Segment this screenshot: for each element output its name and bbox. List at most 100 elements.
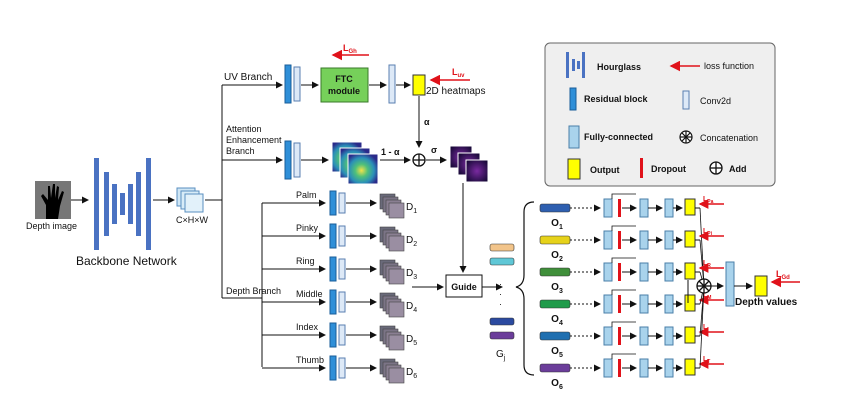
att-residual-block xyxy=(284,140,292,180)
fc-icon xyxy=(568,125,580,149)
output-fc-2 xyxy=(639,198,649,218)
finger-label: Ring xyxy=(296,256,315,266)
guide-box xyxy=(445,274,483,298)
output-label: O6 xyxy=(551,378,563,391)
finger-label: Thumb xyxy=(296,355,324,365)
depth-values-label: Depth values xyxy=(735,297,798,308)
gj-token-stack xyxy=(489,243,515,340)
finger-conv2d xyxy=(338,357,346,379)
output-loss: LR xyxy=(703,260,711,269)
output-box xyxy=(684,230,696,248)
output-fc xyxy=(603,358,613,378)
finger-residual-block xyxy=(329,355,337,381)
output-box xyxy=(684,294,696,312)
uv-conv2d xyxy=(293,66,301,102)
conv2d-icon xyxy=(682,90,690,110)
output-box xyxy=(684,198,696,216)
output-label: O3 xyxy=(551,282,563,295)
finger-residual-block xyxy=(329,289,337,315)
output-fc-3 xyxy=(664,262,674,282)
to-concat-diag xyxy=(699,207,705,287)
output-fc xyxy=(603,230,613,250)
guide-token xyxy=(489,331,515,340)
finger-residual-block xyxy=(329,322,337,348)
output-label: O1 xyxy=(551,218,563,231)
gj-label: Gj xyxy=(496,349,506,362)
finger-conv2d xyxy=(338,192,346,214)
enhanced-maps xyxy=(449,145,489,183)
legend-dropout: Dropout xyxy=(651,164,686,174)
output-label: O2 xyxy=(551,250,563,263)
finger-conv2d xyxy=(338,291,346,313)
ftc-label-2: module xyxy=(328,86,360,96)
finger-label: Index xyxy=(296,322,319,332)
output-dropout xyxy=(618,295,621,313)
guide-label: Guide xyxy=(451,282,477,292)
depth-map-slice xyxy=(388,202,405,219)
output-dropout xyxy=(618,231,621,249)
output-token xyxy=(539,299,571,309)
gj-dots: · xyxy=(499,279,502,289)
finger-residual-block xyxy=(329,190,337,216)
legend-output: Output xyxy=(590,165,620,175)
output-fc-2 xyxy=(639,294,649,314)
output-fc-3 xyxy=(664,230,674,250)
output-box xyxy=(684,326,696,344)
legend-conv2d: Conv2d xyxy=(700,96,731,106)
legend-loss: loss function xyxy=(704,61,754,71)
depth-map-label: D5 xyxy=(406,334,417,347)
add-icon xyxy=(709,161,723,175)
output-fc xyxy=(603,294,613,314)
guide-token xyxy=(489,257,515,266)
output-token xyxy=(539,267,571,277)
hourglass-icon xyxy=(566,52,585,78)
output-dropout xyxy=(618,359,621,377)
heatmaps-label: 2D heatmaps xyxy=(426,86,485,97)
output-loss: LPa xyxy=(703,196,714,205)
output-dropout xyxy=(618,263,621,281)
guide-token xyxy=(489,317,515,326)
final-output xyxy=(754,275,768,297)
output-loss: LM xyxy=(703,292,711,301)
output-fc xyxy=(603,262,613,282)
output-token xyxy=(539,331,571,341)
finger-label: Pinky xyxy=(296,223,319,233)
uv-loss: Luv xyxy=(452,67,465,79)
output-token xyxy=(539,363,571,373)
attention-maps xyxy=(331,141,379,185)
output-token xyxy=(539,235,571,245)
output-fc-2 xyxy=(639,230,649,250)
output-fc-3 xyxy=(664,198,674,218)
sigma-label: σ xyxy=(431,145,437,155)
depth-image-label: Depth image xyxy=(26,221,77,231)
output-dropout xyxy=(618,199,621,217)
guide-token xyxy=(489,243,515,252)
depth-map-slice xyxy=(388,367,405,384)
depth-map-label: D3 xyxy=(406,268,417,281)
dropout-icon xyxy=(640,158,643,178)
uv-output xyxy=(412,74,426,96)
depth-image xyxy=(35,181,71,219)
depth-map-slice xyxy=(388,334,405,351)
legend-box xyxy=(544,42,776,187)
legend-add: Add xyxy=(729,164,747,174)
output-fc xyxy=(603,198,613,218)
final-loss: LGd xyxy=(776,269,790,281)
uv-branch-label: UV Branch xyxy=(224,72,272,83)
to-concat-diag xyxy=(699,239,705,287)
output-label: O5 xyxy=(551,346,563,359)
depth-map-slice xyxy=(388,301,405,318)
finger-label: Palm xyxy=(296,190,317,200)
output-fc-2 xyxy=(639,262,649,282)
feature-map-stack xyxy=(176,187,204,213)
output-label: O4 xyxy=(551,314,563,327)
ftc-label-1: FTC xyxy=(335,74,353,84)
residual-block-icon xyxy=(569,87,577,111)
add-operator xyxy=(412,153,426,167)
legend-concat: Concatenation xyxy=(700,133,758,143)
depth-map-label: D4 xyxy=(406,301,417,314)
concat-operator xyxy=(696,278,712,294)
output-dropout xyxy=(618,327,621,345)
